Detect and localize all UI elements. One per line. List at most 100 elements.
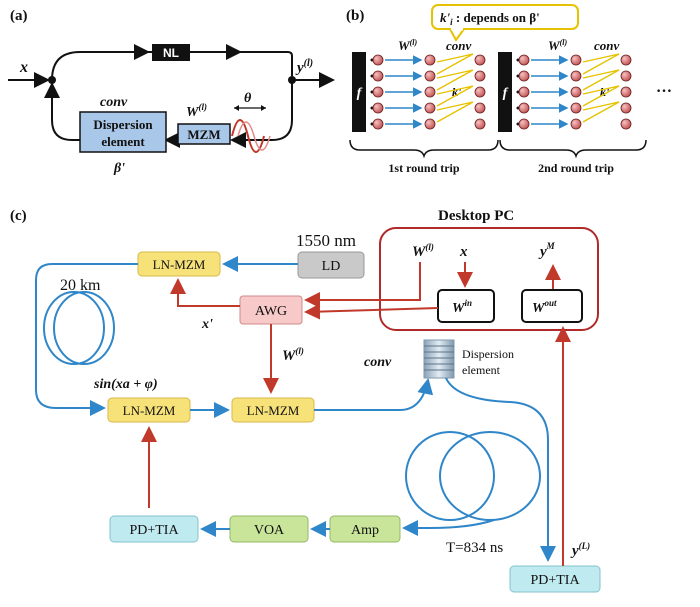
neuron-node bbox=[518, 86, 530, 98]
awg-label: AWG bbox=[255, 304, 287, 319]
win-to-awg-arrow bbox=[304, 303, 439, 320]
neuron-node bbox=[474, 70, 486, 82]
neuron-node bbox=[570, 102, 582, 114]
neuron-node bbox=[372, 86, 384, 98]
dispersion-label-c2: element bbox=[462, 363, 501, 377]
pdtia-right-label: PD+TIA bbox=[530, 573, 580, 588]
delay-label: T=834 ns bbox=[446, 540, 503, 556]
neuron-node bbox=[372, 118, 384, 130]
dispersion-label-c1: Dispersion bbox=[462, 347, 514, 361]
dispersion-element-box bbox=[79, 111, 167, 153]
desktop-pc-title: Desktop PC bbox=[438, 208, 514, 224]
conv-kernel-line bbox=[582, 101, 620, 123]
pdtia-right-box bbox=[509, 565, 601, 593]
dispersion-stack-lines bbox=[424, 345, 454, 371]
neuron-node bbox=[372, 70, 384, 82]
k-label-1: k' bbox=[452, 85, 462, 99]
neuron-node bbox=[424, 118, 436, 130]
win-label: Win bbox=[452, 298, 472, 316]
panel-a-label: (a) bbox=[10, 8, 28, 24]
neuron-node bbox=[620, 54, 632, 66]
amp-label: Amp bbox=[351, 523, 379, 538]
desktop-pc-frame bbox=[379, 227, 599, 331]
weight-label-a: W(l) bbox=[186, 102, 207, 120]
delay-loop-2 bbox=[439, 431, 541, 521]
neuron-node bbox=[620, 70, 632, 82]
awg-to-lnmzm-top-arrow bbox=[170, 278, 240, 307]
neuron-node bbox=[518, 118, 530, 130]
lnmzm-mid-label: LN-MZM bbox=[247, 403, 300, 418]
input-x-label: x bbox=[19, 59, 28, 76]
dispersion-label-2: element bbox=[101, 134, 145, 149]
neuron-node bbox=[518, 54, 530, 66]
conv-label-c: conv bbox=[364, 355, 392, 370]
mzm-box bbox=[177, 123, 231, 145]
pdtia-left-box bbox=[109, 515, 199, 543]
callout-text: k'i : depends on β' bbox=[440, 10, 540, 27]
neuron-node bbox=[570, 70, 582, 82]
panel-b: (b) k'i : depends on β' f W(l) conv k' f… bbox=[346, 4, 672, 175]
brace-1 bbox=[349, 139, 499, 159]
neuron-node bbox=[570, 118, 582, 130]
conv-kernel-line bbox=[436, 69, 474, 91]
pc-yM-label: yM bbox=[538, 241, 556, 260]
brace-2 bbox=[499, 139, 647, 159]
round-trip-2-label: 2nd round trip bbox=[538, 161, 614, 175]
conv-kernel-line bbox=[582, 53, 620, 75]
neuron-node bbox=[474, 118, 486, 130]
to-pd-right-fiber bbox=[445, 377, 556, 562]
weight-label-b2: W(l) bbox=[548, 38, 567, 53]
neuron-node bbox=[620, 86, 632, 98]
panel-b-label: (b) bbox=[346, 8, 364, 24]
neuron-node bbox=[518, 70, 530, 82]
f-label-1: f bbox=[357, 86, 363, 101]
neuron-node bbox=[474, 54, 486, 66]
callout-box bbox=[431, 4, 579, 30]
fiber-length-label: 20 km bbox=[60, 277, 101, 294]
conv-label-a: conv bbox=[100, 95, 128, 110]
loop-to-amp-fiber bbox=[402, 519, 495, 536]
dispersion-label-1: Dispersion bbox=[93, 117, 153, 132]
feedback-path-right bbox=[246, 80, 293, 141]
conv-kernel-line bbox=[436, 101, 474, 123]
conv-kernel-line bbox=[582, 85, 620, 107]
wout-label: Wout bbox=[532, 298, 557, 316]
neuron-node bbox=[570, 54, 582, 66]
wout-box bbox=[521, 289, 583, 323]
top-path bbox=[51, 51, 293, 81]
callout-pointer bbox=[449, 28, 465, 42]
panel-c-label: (c) bbox=[10, 208, 27, 224]
k-label-2: k' bbox=[600, 85, 610, 99]
neuron-node bbox=[424, 102, 436, 114]
win-box bbox=[437, 289, 495, 323]
yL-label: y(L) bbox=[570, 541, 590, 559]
neuron-node bbox=[424, 54, 436, 66]
wavelength-label: 1550 nm bbox=[296, 231, 356, 250]
nl-label: NL bbox=[163, 46, 179, 60]
xprime-label: x' bbox=[201, 317, 213, 332]
neuron-nodes bbox=[370, 53, 632, 130]
f-label-2: f bbox=[503, 86, 509, 101]
pdtia-left-label: PD+TIA bbox=[129, 523, 179, 538]
beta-label-a: β' bbox=[113, 161, 125, 176]
neuron-node bbox=[372, 54, 384, 66]
fiber-spool-loop-1 bbox=[43, 291, 105, 365]
nonlinear-bar-1 bbox=[352, 52, 366, 132]
neuron-node bbox=[372, 102, 384, 114]
lnmzm-top-label: LN-MZM bbox=[153, 257, 206, 272]
round-trip-1-label: 1st round trip bbox=[388, 161, 459, 175]
neuron-node bbox=[570, 86, 582, 98]
panel-c: (c) Desktop PC W(l) x yM Win Wout 1550 n… bbox=[10, 208, 601, 593]
voa-label: VOA bbox=[254, 523, 285, 538]
neuron-node bbox=[424, 70, 436, 82]
nl-box bbox=[152, 44, 190, 61]
fiber-spool-loop-2 bbox=[53, 291, 115, 365]
neuron-node bbox=[474, 86, 486, 98]
pc-w-to-awg-arrow bbox=[304, 262, 421, 308]
neuron-node bbox=[518, 102, 530, 114]
feedback-path-left bbox=[44, 82, 80, 141]
awg-weight-label: W(l) bbox=[282, 346, 304, 364]
pc-weight-label: W(l) bbox=[412, 242, 434, 260]
conv-label-b2: conv bbox=[594, 38, 620, 53]
weight-label-b1: W(l) bbox=[398, 38, 417, 53]
